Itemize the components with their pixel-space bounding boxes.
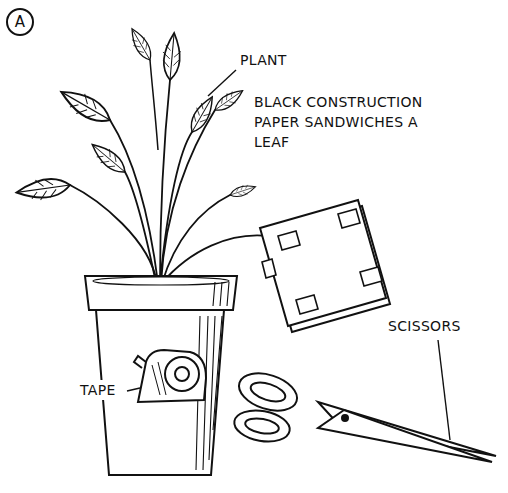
figure-letter: A — [15, 15, 25, 30]
tape-dispenser — [134, 350, 206, 402]
circled-letter: A — [6, 8, 34, 36]
scissors — [232, 367, 496, 462]
part-label: PLANT — [238, 50, 289, 70]
paper-sandwich — [260, 200, 390, 332]
plant-leaves — [15, 26, 257, 204]
part-label: TAPE — [78, 380, 118, 400]
part-label: SCISSORS — [386, 316, 463, 336]
part-label: BLACK CONSTRUCTION PAPER SANDWICHES A LE… — [252, 92, 456, 152]
flower-pot — [85, 276, 237, 475]
